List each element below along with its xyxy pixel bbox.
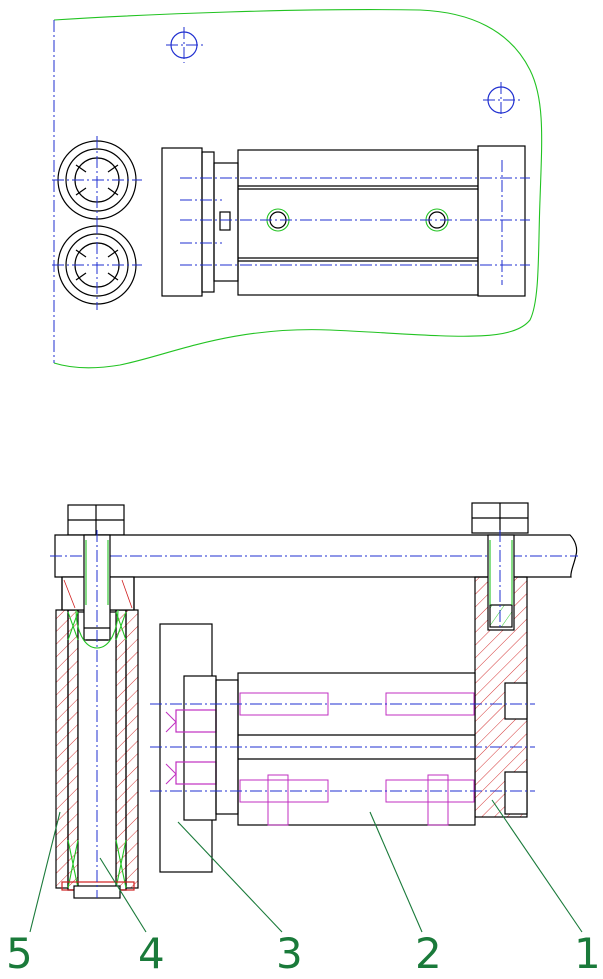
callout-1: 1	[574, 929, 601, 978]
leader-2	[369, 811, 423, 933]
leader-5	[29, 811, 61, 933]
section-view	[50, 502, 578, 899]
leader-4	[99, 857, 147, 933]
plate-outline	[53, 9, 543, 369]
callout-2: 2	[415, 929, 442, 978]
callout-4: 4	[138, 929, 165, 978]
roller-top	[52, 136, 142, 224]
cylinder-body	[237, 672, 476, 826]
top-view	[52, 9, 543, 369]
mounting-hole-2	[483, 82, 520, 118]
callout-3: 3	[276, 929, 303, 978]
roller-bottom	[52, 222, 142, 310]
callout-5: 5	[6, 929, 33, 978]
mounting-hole-1	[166, 27, 203, 63]
cylinder-top	[161, 145, 530, 297]
callouts: 5 4 3 2 1	[6, 799, 601, 978]
leader-3	[177, 821, 283, 933]
leader-1	[491, 799, 583, 933]
